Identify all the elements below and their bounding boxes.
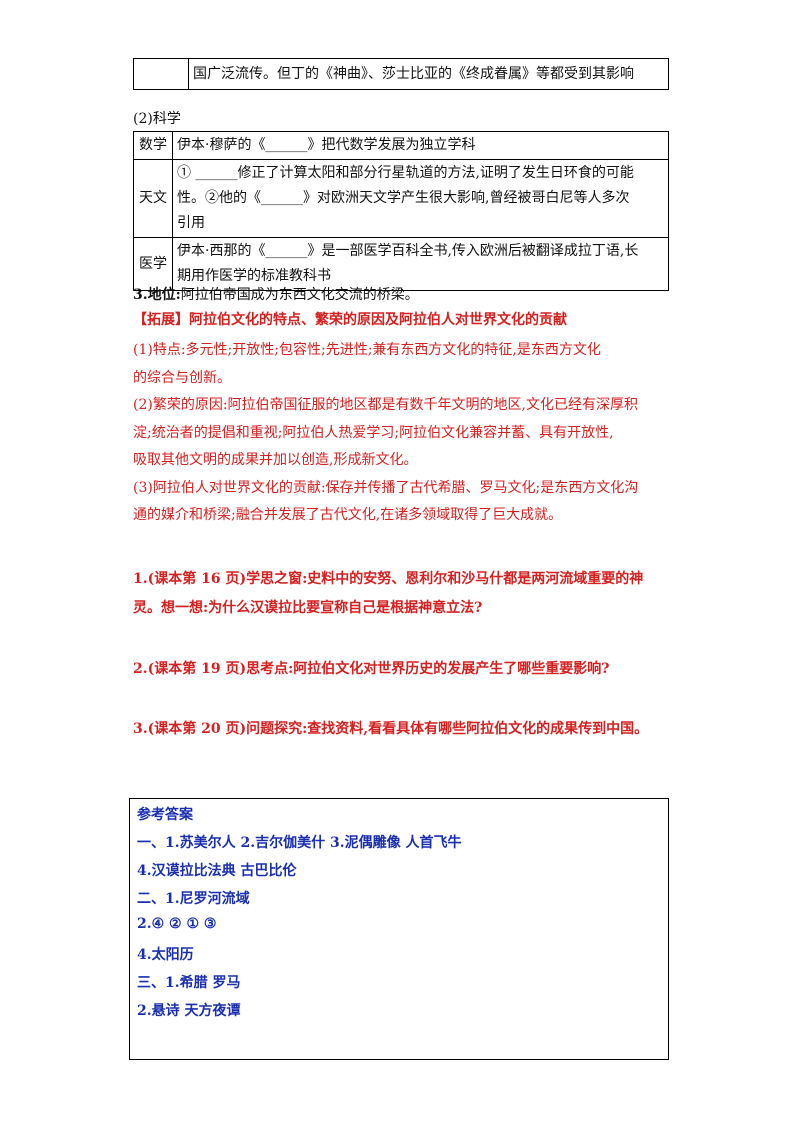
answer-line-4: 2.④ ② ① ③ bbox=[137, 916, 217, 932]
astronomy-line-3: 引用 bbox=[177, 215, 205, 231]
extension-p1-line1: (1)特点:多元性;开放性;包容性;先进性;兼有东西方文化的特征,是东西方文化 bbox=[133, 342, 601, 358]
science-heading: (2)科学 bbox=[133, 111, 181, 127]
medicine-content: 伊本·西那的《______》是一部医学百科全书,传入欧洲后被翻译成拉丁语,长 期… bbox=[172, 237, 669, 291]
astronomy-blank-2: ______ bbox=[261, 190, 303, 206]
math-text-post: 》把代数学发展为独立学科 bbox=[307, 137, 476, 153]
answer-line-3: 二、1.尼罗河流域 bbox=[137, 891, 250, 907]
math-content: 伊本·穆萨的《______》把代数学发展为独立学科 bbox=[172, 131, 669, 160]
math-text-pre: 伊本·穆萨的《 bbox=[177, 137, 266, 153]
answer-title: 参考答案 bbox=[137, 807, 193, 823]
question-3: 3.(课本第 20 页)问题探究:查找资料,看看具体有哪些阿拉伯文化的成果传到中… bbox=[133, 721, 649, 737]
extension-p3-line2: 通的媒介和桥梁;融合并发展了古代文化,在诸多领域取得了巨大成就。 bbox=[133, 507, 563, 523]
astronomy-content: ① ______修正了计算太阳和部分行星轨道的方法,证明了发生日环食的可能 性。… bbox=[172, 159, 669, 238]
table-row-medicine: 医学 伊本·西那的《______》是一部医学百科全书,传入欧洲后被翻译成拉丁语,… bbox=[133, 237, 669, 291]
question-1-line2: 灵。想一想:为什么汉谟拉比要宣称自己是根据神意立法? bbox=[133, 600, 483, 616]
answer-line-2: 4.汉谟拉比法典 古巴比伦 bbox=[137, 863, 297, 879]
answer-line-1: 一、1.苏美尔人 2.吉尔伽美什 3.泥偶雕像 人首飞牛 bbox=[137, 835, 462, 851]
literature-table-continuation: 国广泛流传。但丁的《神曲》、莎士比亚的《终成眷属》等都受到其影响 bbox=[133, 58, 669, 90]
medicine-line-2: 期用作医学的标准教科书 bbox=[177, 268, 331, 284]
medicine-text-pre: 伊本·西那的《 bbox=[177, 243, 266, 259]
extension-p1-line2: 的综合与创新。 bbox=[133, 369, 231, 386]
extension-p3-line1: (3)阿拉伯人对世界文化的贡献:保存并传播了古代希腊、罗马文化;是东西方文化沟 bbox=[133, 479, 639, 496]
status-text: 阿拉伯帝国成为东西文化交流的桥梁。 bbox=[180, 287, 419, 303]
astronomy-blank-1: ______ bbox=[195, 165, 238, 181]
extension-p2-line3: 吸取其他文明的成果并加以创造,形成新文化。 bbox=[133, 452, 418, 468]
table-row-math: 数学 伊本·穆萨的《______》把代数学发展为独立学科 bbox=[133, 131, 669, 160]
astronomy-line-2: 性。②他的《______》对欧洲天文学产生很大影响,曾经被哥白尼等人多次 bbox=[177, 186, 663, 211]
astronomy-line-1: ① ______修正了计算太阳和部分行星轨道的方法,证明了发生日环食的可能 bbox=[177, 161, 663, 186]
astronomy-marker-1: ① bbox=[177, 165, 196, 181]
astronomy-text-2-post: 》对欧洲天文学产生很大影响,曾经被哥白尼等人多次 bbox=[303, 190, 630, 206]
question-1: 1.(课本第 16 页)学思之窗:史料中的安努、恩利尔和沙马什都是两河流域重要的… bbox=[133, 565, 678, 623]
answer-line-6: 三、1.希腊 罗马 bbox=[137, 975, 241, 991]
subject-cell-empty bbox=[133, 58, 189, 90]
math-blank: ______ bbox=[265, 137, 308, 153]
extension-body: (1)特点:多元性;开放性;包容性;先进性;兼有东西方文化的特征,是东西方文化 … bbox=[133, 337, 673, 530]
extension-heading: 【拓展】阿拉伯文化的特点、繁荣的原因及阿拉伯人对世界文化的贡献 bbox=[133, 312, 567, 328]
status-line: 3.地位:阿拉伯帝国成为东西文化交流的桥梁。 bbox=[133, 284, 419, 306]
science-table: 数学 伊本·穆萨的《______》把代数学发展为独立学科 天文 ① ______… bbox=[133, 131, 669, 291]
extension-p2-line2: 淀;统治者的提倡和重视;阿拉伯人热爱学习;阿拉伯文化兼容并蓄、具有开放性, bbox=[133, 424, 614, 441]
subject-math: 数学 bbox=[133, 131, 173, 160]
answer-line-5: 4.太阳历 bbox=[137, 947, 194, 963]
table-row: 国广泛流传。但丁的《神曲》、莎士比亚的《终成眷属》等都受到其影响 bbox=[133, 58, 669, 90]
answer-box bbox=[129, 798, 669, 1060]
medicine-text-post: 》是一部医学百科全书,传入欧洲后被翻译成拉丁语,长 bbox=[307, 243, 639, 259]
astronomy-text-2-pre: 性。②他的《 bbox=[177, 190, 261, 206]
medicine-blank: ______ bbox=[265, 243, 308, 259]
astronomy-text-1: 修正了计算太阳和部分行星轨道的方法,证明了发生日环食的可能 bbox=[237, 165, 634, 181]
question-1-line1: 1.(课本第 16 页)学思之窗:史料中的安努、恩利尔和沙马什都是两河流域重要的… bbox=[133, 571, 644, 587]
extension-p2-line1: (2)繁荣的原因:阿拉伯帝国征服的地区都是有数千年文明的地区,文化已经有深厚积 bbox=[133, 397, 638, 413]
subject-astronomy: 天文 bbox=[133, 159, 173, 238]
medicine-line-1: 伊本·西那的《______》是一部医学百科全书,传入欧洲后被翻译成拉丁语,长 bbox=[177, 239, 663, 264]
table-row-astronomy: 天文 ① ______修正了计算太阳和部分行星轨道的方法,证明了发生日环食的可能… bbox=[133, 159, 669, 238]
answer-line-7: 2.悬诗 天方夜谭 bbox=[137, 1003, 241, 1019]
question-2: 2.(课本第 19 页)思考点:阿拉伯文化对世界历史的发展产生了哪些重要影响? bbox=[133, 661, 610, 677]
literature-text-cell: 国广泛流传。但丁的《神曲》、莎士比亚的《终成眷属》等都受到其影响 bbox=[188, 58, 669, 90]
subject-medicine: 医学 bbox=[133, 237, 173, 291]
status-label: 3.地位: bbox=[133, 287, 181, 303]
